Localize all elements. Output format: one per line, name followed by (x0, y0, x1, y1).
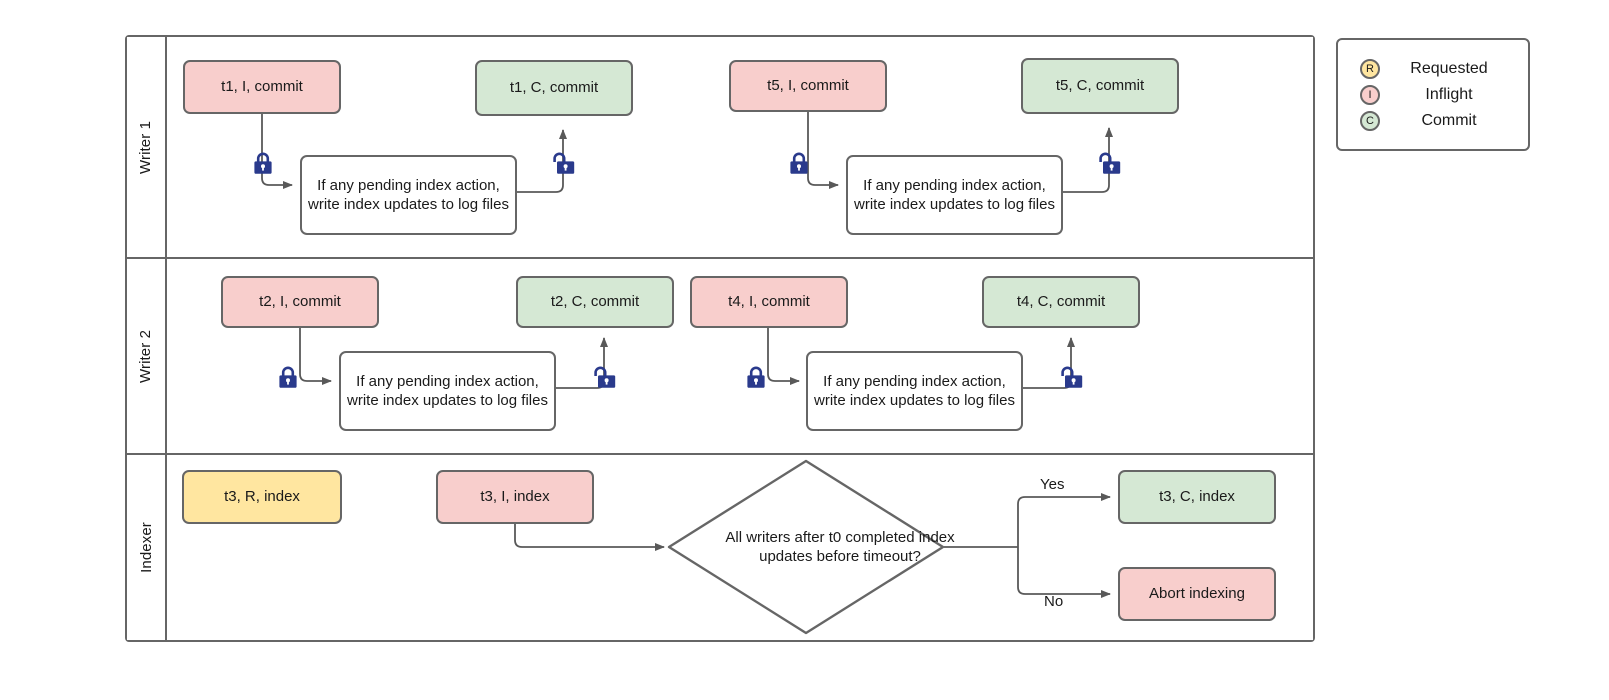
lock-closed-icon (277, 366, 298, 388)
node-w2-t2-process[interactable]: If any pending index action, write index… (339, 351, 556, 431)
lane-header-writer2: Writer 2 (127, 259, 167, 453)
node-idx-t3-commit[interactable]: t3, C, index (1118, 470, 1276, 524)
lock-open-icon (1099, 152, 1121, 174)
node-label: t5, C, commit (1055, 77, 1145, 95)
node-w1-t5-inflight[interactable]: t5, I, commit (729, 60, 887, 112)
lock-closed-icon (745, 366, 766, 388)
node-label: t3, I, index (480, 488, 550, 506)
legend-item-commit: C Commit (1360, 108, 1514, 134)
node-label: t3, C, index (1159, 488, 1235, 506)
node-label: t3, R, index (224, 488, 300, 506)
lock-closed-icon (788, 152, 809, 174)
edge-label-yes: Yes (1040, 476, 1065, 493)
lock-closed-icon (252, 152, 273, 174)
node-label: If any pending index action, write index… (347, 372, 548, 409)
node-w2-t2-inflight[interactable]: t2, I, commit (221, 276, 379, 328)
lock-open-icon (594, 366, 616, 388)
lane-header-writer1: Writer 1 (127, 37, 167, 257)
legend-label-requested: Requested (1410, 59, 1488, 77)
legend-label-commit: Commit (1421, 111, 1477, 129)
node-w1-t5-process[interactable]: If any pending index action, write index… (846, 155, 1063, 235)
node-idx-abort[interactable]: Abort indexing (1118, 567, 1276, 621)
node-label: t1, I, commit (221, 78, 303, 96)
commit-badge-icon: C (1360, 110, 1380, 131)
lane-header-indexer: Indexer (127, 455, 167, 640)
node-w2-t4-inflight[interactable]: t4, I, commit (690, 276, 848, 328)
node-w1-t1-commit[interactable]: t1, C, commit (475, 60, 633, 116)
legend-item-requested: R Requested (1360, 56, 1514, 82)
lock-open-icon (553, 152, 575, 174)
node-label: t2, I, commit (259, 293, 341, 311)
lock-open-icon (1061, 366, 1083, 388)
node-idx-decision[interactable]: All writers after t0 completed index upd… (666, 458, 955, 636)
node-w2-t4-process[interactable]: If any pending index action, write index… (806, 351, 1023, 431)
node-w1-t1-process[interactable]: If any pending index action, write index… (300, 155, 517, 235)
node-label: t2, C, commit (550, 293, 640, 311)
legend-label-inflight: Inflight (1425, 85, 1473, 103)
node-label: If any pending index action, write index… (854, 176, 1055, 213)
requested-badge-icon: R (1360, 58, 1380, 79)
node-label: Abort indexing (1149, 585, 1245, 603)
node-w1-t1-inflight[interactable]: t1, I, commit (183, 60, 341, 114)
lane-label-writer2: Writer 2 (137, 329, 155, 383)
node-label: If any pending index action, write index… (814, 372, 1015, 409)
node-label: t4, C, commit (1016, 293, 1106, 311)
node-w1-t5-commit[interactable]: t5, C, commit (1021, 58, 1179, 114)
node-label: t5, I, commit (767, 77, 849, 95)
legend-panel: R Requested I Inflight C Commit (1336, 38, 1530, 151)
node-w2-t2-commit[interactable]: t2, C, commit (516, 276, 674, 328)
node-label: t1, C, commit (509, 79, 599, 97)
lane-label-indexer: Indexer (137, 522, 155, 573)
inflight-badge-icon: I (1360, 84, 1380, 105)
legend-item-inflight: I Inflight (1360, 82, 1514, 108)
node-label: If any pending index action, write index… (308, 176, 509, 213)
lane-label-writer1: Writer 1 (137, 120, 155, 174)
node-idx-t3-requested[interactable]: t3, R, index (182, 470, 342, 524)
node-label: t4, I, commit (728, 293, 810, 311)
edge-label-no: No (1044, 593, 1064, 610)
node-idx-t3-inflight[interactable]: t3, I, index (436, 470, 594, 524)
node-w2-t4-commit[interactable]: t4, C, commit (982, 276, 1140, 328)
